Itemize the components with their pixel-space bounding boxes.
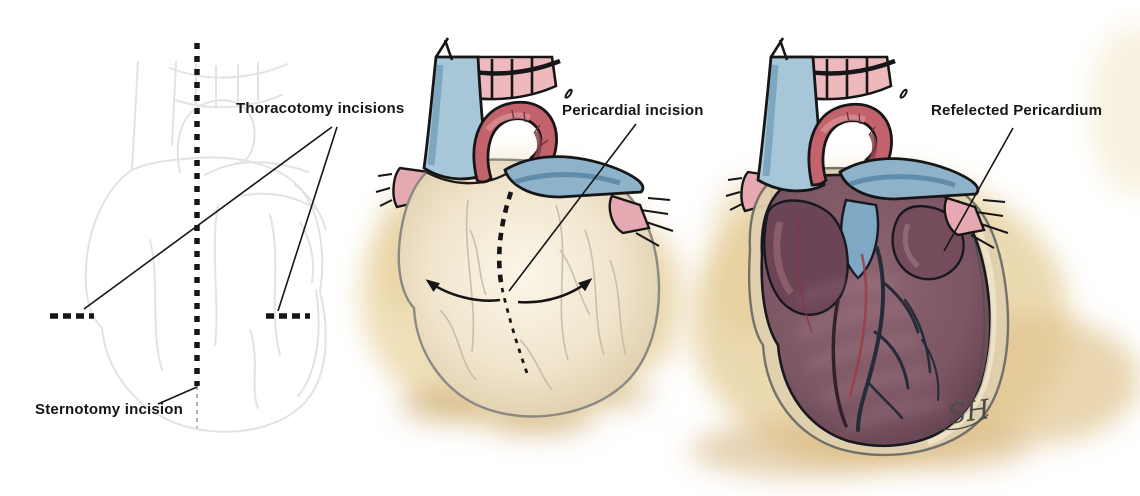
signature-text: SH [946, 394, 992, 431]
small-curl-mark [564, 88, 573, 99]
pericardium-surface-vessels [439, 199, 627, 391]
reflected-pericardium-leader-line [943, 127, 1014, 252]
panel-sternotomy-diagram [50, 43, 338, 433]
pulmonary-fringe-right-right-panel [943, 196, 1009, 249]
thoracotomy-incisions-label: Thoracotomy incisions [236, 100, 405, 117]
pericardium-rim-highlight [926, 213, 997, 446]
right-atrium [763, 199, 849, 316]
artist-signature: SH [937, 394, 992, 431]
pericardium-top-edge [425, 170, 507, 185]
superior-vena-cava-middle [422, 37, 490, 181]
pulmonary-fringe-right-middle [608, 194, 674, 247]
panel-reflected-pericardium: SH [690, 25, 1140, 478]
small-curl-mark [899, 88, 908, 99]
pericardial-incision-label: Pericardial incision [562, 102, 704, 119]
sternotomy-leader-line [157, 386, 198, 405]
panel-pericardial-incision [360, 37, 685, 436]
open-arrow-right [517, 278, 593, 304]
thoracotomy-leader-line-right [277, 126, 338, 312]
pulmonary-artery-middle [503, 155, 645, 199]
pulmonary-artery-right-panel [838, 157, 980, 201]
reflected-pericardium-label: Refelected Pericardium [931, 102, 1103, 119]
pericardial-leader-line [508, 123, 637, 292]
pericardial-incision-dashed-tail [500, 287, 530, 377]
atrial-appendage-lobe [891, 204, 965, 281]
pericardial-incision-dashed-line [496, 191, 514, 289]
thoracotomy-leader-line-left [83, 126, 333, 310]
coronary-vessels [797, 214, 940, 432]
sternotomy-incision-label: Sternotomy incision [35, 401, 183, 418]
open-arrow-left [425, 279, 501, 302]
